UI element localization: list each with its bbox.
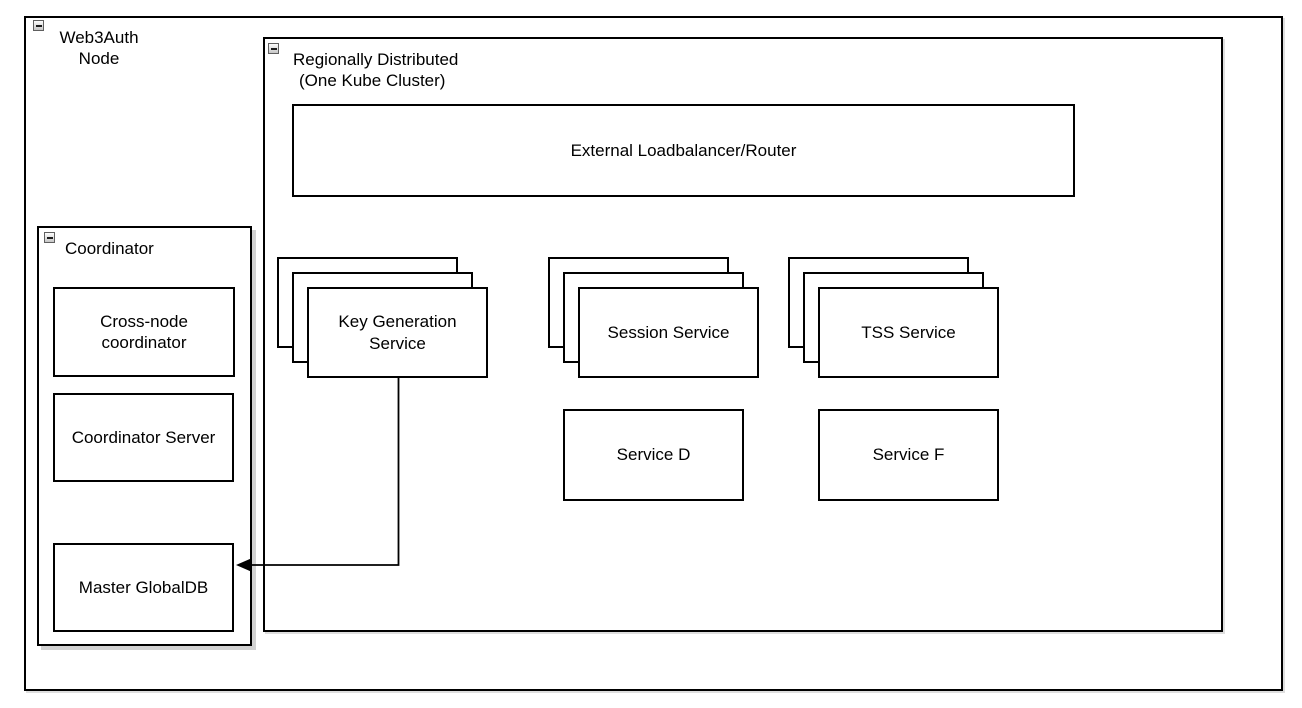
collapse-minus-icon[interactable] (33, 20, 44, 31)
tss-service-stack[interactable]: TSS Service (788, 257, 1000, 379)
minus-icon (270, 47, 277, 50)
web3auth-node-title: Web3Auth Node (49, 27, 149, 70)
title-line: (One Kube Cluster) (299, 71, 446, 91)
keygen-service-label: Key Generation Service (338, 312, 457, 353)
external-loadbalancer-box[interactable]: External Loadbalancer/Router (292, 104, 1075, 197)
tss-service-label: TSS Service (861, 322, 956, 342)
master-globaldb-box[interactable]: Master GlobalDB (53, 543, 234, 632)
service-f-label: Service F (872, 445, 945, 465)
service-d-box[interactable]: Service D (563, 409, 744, 501)
coordinator-server-label: Coordinator Server (71, 427, 216, 447)
collapse-minus-icon[interactable] (268, 43, 279, 54)
keygen-service-box[interactable]: Key Generation Service (307, 287, 488, 378)
tss-service-box[interactable]: TSS Service (818, 287, 999, 378)
regional-cluster-title: Regionally Distributed (One Kube Cluster… (293, 49, 458, 92)
coordinator-server-box[interactable]: Coordinator Server (53, 393, 234, 482)
title-line: Node (78, 49, 120, 69)
session-service-stack[interactable]: Session Service (548, 257, 760, 379)
minus-icon (46, 236, 53, 239)
cross-node-coordinator-box[interactable]: Cross-node coordinator (53, 287, 235, 377)
service-d-label: Service D (616, 445, 691, 465)
session-service-label: Session Service (607, 322, 730, 342)
service-f-box[interactable]: Service F (818, 409, 999, 501)
cross-node-coordinator-label: Cross-node coordinator (100, 311, 188, 352)
session-service-box[interactable]: Session Service (578, 287, 759, 378)
title-line: Regionally Distributed (293, 50, 459, 69)
minus-icon (35, 24, 42, 27)
coordinator-title: Coordinator (65, 239, 154, 258)
external-loadbalancer-label: External Loadbalancer/Router (570, 140, 797, 160)
keygen-service-stack[interactable]: Key Generation Service (277, 257, 489, 379)
collapse-minus-icon[interactable] (44, 232, 55, 243)
title-line: Web3Auth (59, 28, 139, 47)
master-globaldb-label: Master GlobalDB (78, 577, 209, 597)
